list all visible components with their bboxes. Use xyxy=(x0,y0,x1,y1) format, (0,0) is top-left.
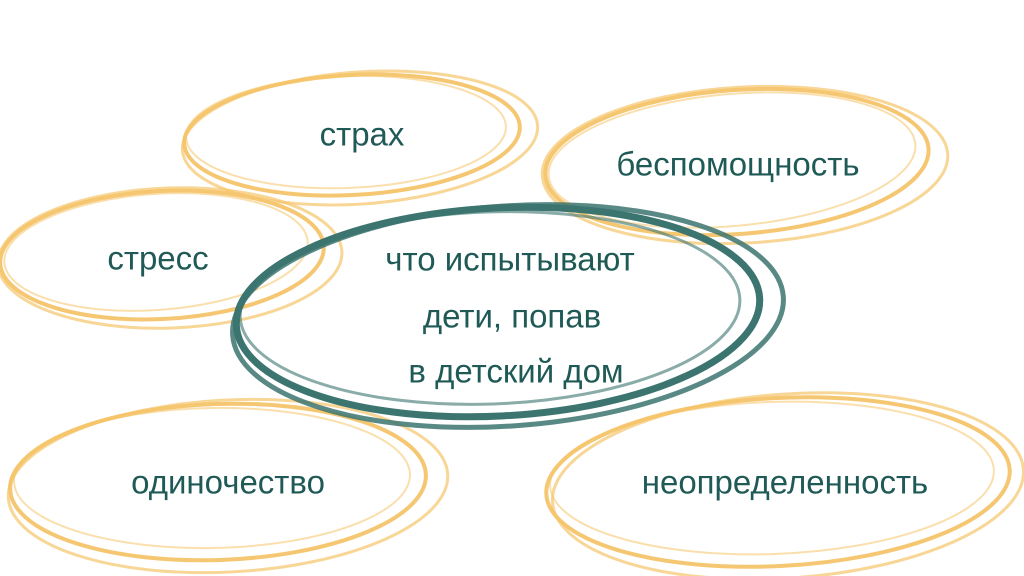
node-label-bespomoshchnost: беспомощность xyxy=(616,145,860,183)
center-text-line-3: в детский дом xyxy=(408,352,624,390)
node-label-strah: страх xyxy=(319,115,405,153)
outer-ellipses xyxy=(0,69,1024,576)
node-label-stress: стресс xyxy=(107,239,209,277)
ellipse-neopredelennost xyxy=(544,391,1024,576)
center-text-line-1: что испытывают xyxy=(385,240,635,278)
center-text-line-2: дети, попав xyxy=(422,297,602,335)
center-ellipse xyxy=(230,202,786,430)
node-label-neopredelennost: неопределенность xyxy=(641,463,929,501)
ellipse-strah xyxy=(180,69,540,207)
node-label-odinochestvo: одиночество xyxy=(131,463,325,501)
ellipse-odinochestvo xyxy=(6,397,450,575)
ellipse-bespomoshchnost xyxy=(540,84,950,246)
